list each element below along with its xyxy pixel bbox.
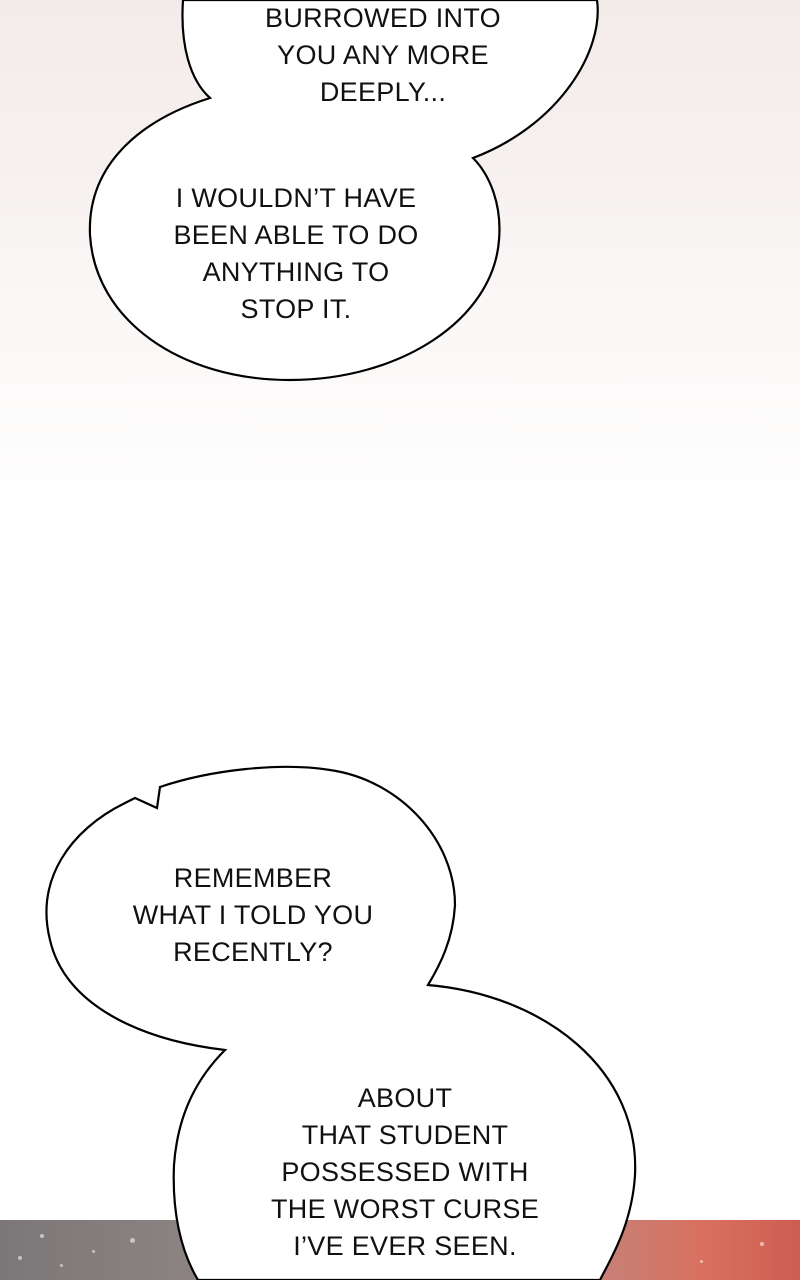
speech-bubble-text-2: I WOULDN’T HAVE BEEN ABLE TO DO ANYTHING… xyxy=(150,180,442,328)
bubble-line: RECENTLY? xyxy=(173,937,333,967)
speech-bubble-text-1: BURROWED INTO YOU ANY MORE DEEPLY... xyxy=(238,0,528,111)
speech-bubble-1-2 xyxy=(88,0,599,382)
bubble-line: REMEMBER xyxy=(173,863,333,893)
bubble-line: POSSESSED WITH xyxy=(281,1157,529,1187)
bubble-line: I’VE EVER SEEN. xyxy=(293,1231,517,1261)
bubble-line: DEEPLY... xyxy=(319,77,447,107)
bubble-line: ABOUT xyxy=(357,1083,453,1113)
speech-bubble-text-4: ABOUT THAT STUDENT POSSESSED WITH THE WO… xyxy=(250,1080,560,1265)
bubble-line: YOU ANY MORE xyxy=(277,40,489,70)
bubble-line: ANYTHING TO xyxy=(202,257,390,287)
speech-bubble-text-3: REMEMBER WHAT I TOLD YOU RECENTLY? xyxy=(108,860,398,971)
speech-bubble-3-4 xyxy=(45,765,637,1280)
bubble-line: THE WORST CURSE xyxy=(270,1194,539,1224)
bubble-line: I WOULDN’T HAVE xyxy=(175,183,417,213)
bubble-line: STOP IT. xyxy=(240,294,352,324)
bubble-line: WHAT I TOLD YOU xyxy=(132,900,374,930)
bubble-line: BEEN ABLE TO DO xyxy=(173,220,419,250)
bubble-line: BURROWED INTO xyxy=(265,3,501,33)
bubble-line: THAT STUDENT xyxy=(301,1120,509,1150)
